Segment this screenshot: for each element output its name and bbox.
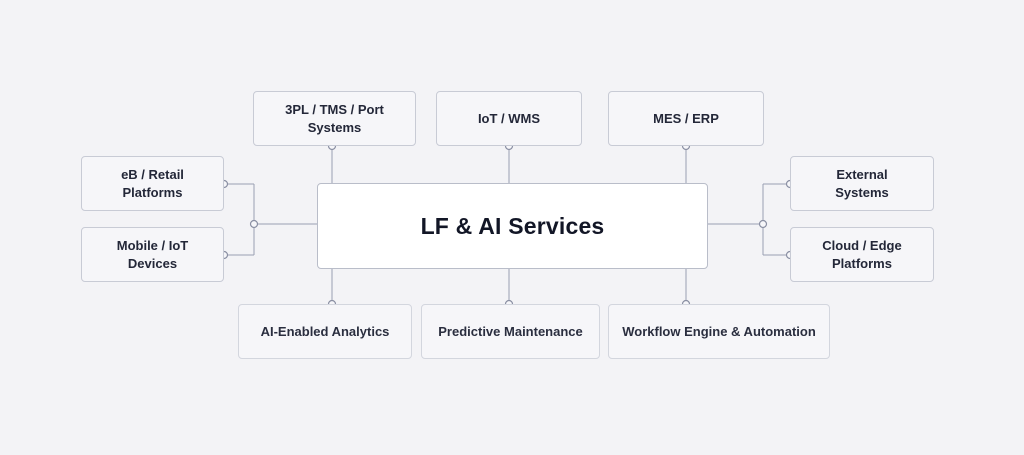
- node-cloud-edge-platforms: Cloud / Edge Platforms: [790, 227, 934, 282]
- connector-dot: [249, 219, 259, 229]
- node-external-systems: External Systems: [790, 156, 934, 211]
- node-workflow-engine-automation: Workflow Engine & Automation: [608, 304, 830, 359]
- node-predictive-maintenance: Predictive Maintenance: [421, 304, 600, 359]
- node-mobile-iot-devices: Mobile / IoT Devices: [81, 227, 224, 282]
- connector-dot: [758, 219, 768, 229]
- node-iot-wms: IoT / WMS: [436, 91, 582, 146]
- center-node-lf-ai-services: LF & AI Services: [317, 183, 708, 269]
- node-mes-erp: MES / ERP: [608, 91, 764, 146]
- node-ai-enabled-analytics: AI-Enabled Analytics: [238, 304, 412, 359]
- node-3pl-tms-port-systems: 3PL / TMS / Port Systems: [253, 91, 416, 146]
- node-eb-retail-platforms: eB / Retail Platforms: [81, 156, 224, 211]
